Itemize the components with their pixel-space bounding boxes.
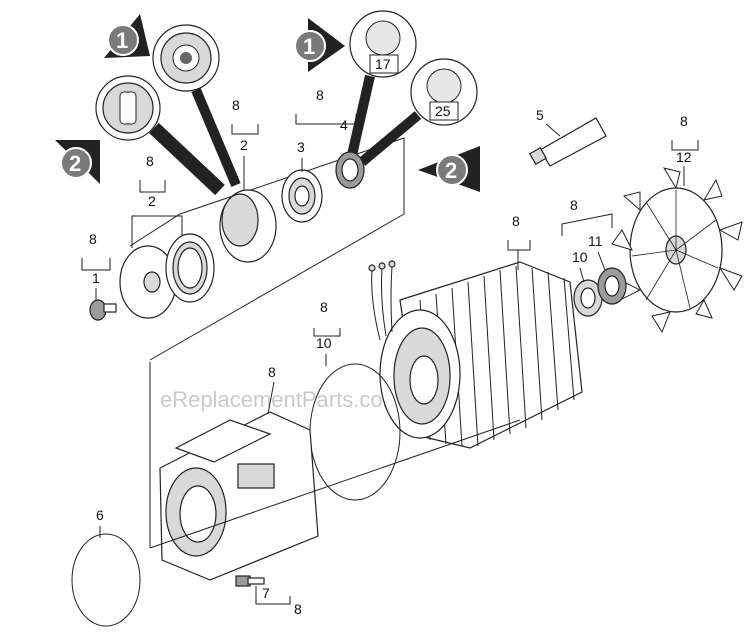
frame-bottom-line: [149, 419, 521, 549]
label-part-8-g: 8: [512, 213, 520, 229]
svg-text:2: 2: [445, 158, 457, 183]
label-part-8-i: 8: [268, 364, 276, 380]
part-5-grease-tube: [528, 117, 607, 167]
part-1-screw: [89, 299, 117, 321]
label-part-2-b: 2: [240, 137, 248, 153]
part-3-bearing: [281, 169, 323, 223]
callout-badge-1-left: 1: [104, 14, 150, 58]
label-part-2-a: 2: [148, 193, 156, 209]
callout-badge-1-right: 1: [294, 18, 345, 72]
svg-text:2: 2: [69, 151, 81, 176]
label-part-8-d: 8: [316, 87, 324, 103]
label-part-8-e: 8: [680, 113, 688, 129]
assembly-guide-line: [129, 137, 405, 361]
label-part-8-b: 8: [146, 153, 154, 169]
label-part-8-f: 8: [570, 197, 578, 213]
label-part-10-left: 10: [316, 335, 332, 351]
torque-17-label: 17: [375, 56, 391, 72]
callout-badge-2-right: 2: [418, 146, 480, 192]
label-part-7: 7: [262, 585, 270, 601]
label-part-5: 5: [536, 107, 544, 123]
detail-circle-torque-17: 17: [347, 10, 417, 157]
part-4-seal: [335, 151, 365, 189]
part-2-bearing-ring: [165, 233, 215, 303]
part-12-fan: [611, 167, 743, 334]
part-front-housing: [159, 411, 319, 581]
part-2-bearing-cup: [219, 189, 277, 263]
label-part-6: 6: [96, 507, 104, 523]
part-11-ring-right: [597, 267, 627, 305]
label-part-3: 3: [297, 139, 305, 155]
svg-text:1: 1: [116, 28, 128, 53]
label-part-11: 11: [588, 233, 603, 249]
label-part-8-a: 8: [89, 231, 97, 247]
part-7-bolt: [235, 575, 265, 587]
label-part-4: 4: [340, 117, 348, 133]
detail-circle-torque-25: 25: [358, 58, 478, 166]
detail-circle-screwdriver: [95, 75, 225, 196]
torque-25-label: 25: [435, 103, 451, 119]
label-part-10-right: 10: [572, 249, 588, 265]
callout-badge-2-left: 2: [55, 140, 100, 184]
svg-text:1: 1: [303, 34, 315, 59]
label-part-8-h: 8: [320, 299, 328, 315]
part-10-bearing-right: [573, 279, 603, 317]
stator-housing: [368, 260, 583, 449]
label-part-1: 1: [92, 270, 100, 286]
part-6-o-ring: [71, 533, 141, 627]
label-part-12: 12: [676, 149, 692, 165]
label-part-8-j: 8: [294, 601, 302, 617]
watermark-text: eReplacementParts.com: [160, 387, 401, 412]
detail-circle-socket: [152, 24, 241, 187]
label-part-8-c: 8: [232, 97, 240, 113]
